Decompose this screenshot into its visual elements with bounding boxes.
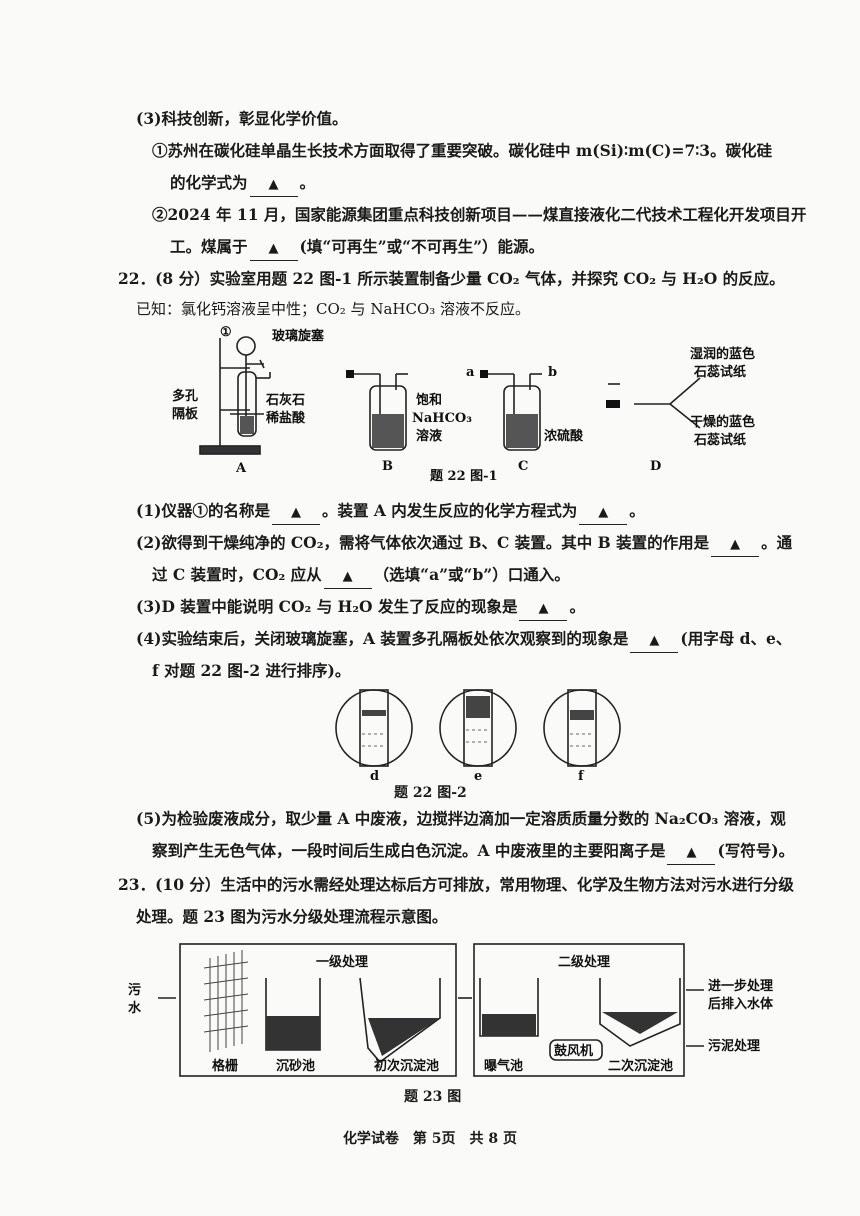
q22-p2-line2: 过 C 装置时，CO₂ 应从 ▲ （选填“a”或“b”）口通入。	[152, 564, 570, 589]
label-nahco3-1: 饱和	[415, 392, 442, 408]
label-porous-2: 隔板	[172, 406, 199, 422]
q22-p2-line1: (2)欲得到干燥纯净的 CO₂，需将气体依次通过 B、C 装置。其中 B 装置的…	[136, 532, 792, 557]
q21-3-heading: (3)科技创新，彰显化学价值。	[136, 109, 348, 128]
answer-blank[interactable]: ▲	[249, 236, 298, 261]
label-A: A	[235, 461, 247, 476]
label-porous-1: 多孔	[172, 388, 198, 404]
text-segment: 。通	[761, 533, 793, 552]
text-segment: 。	[569, 597, 585, 616]
q22-stem: 22．(8 分）实验室用题 22 图-1 所示装置制备少量 CO₂ 气体，并探究…	[118, 269, 785, 288]
text-segment: (3)D 装置中能说明 CO₂ 与 H₂O 发生了反应的现象是	[136, 597, 518, 616]
figure-22-1-caption: 题 22 图-1	[430, 469, 498, 484]
text-segment: 过 C 装置时，CO₂ 应从	[152, 565, 322, 584]
q22-p5-line2: 察到产生无色气体，一段时间后生成白色沉淀。A 中废液里的主要阳离子是 ▲ (写符号)…	[152, 840, 794, 865]
blank-mark: ▲	[290, 505, 301, 520]
blank-mark: ▲	[598, 505, 609, 520]
label-wet-1: 湿润的蓝色	[690, 346, 755, 362]
answer-blank[interactable]: ▲	[271, 500, 320, 525]
text-segment: (4)实验结束后，关闭玻璃旋塞，A 装置多孔隔板处依次观察到的现象是	[136, 629, 629, 648]
text-segment: (2)欲得到干燥纯净的 CO₂，需将气体依次通过 B、C 装置。其中 B 装置的…	[136, 533, 710, 552]
q22-p4-line2: f 对题 22 图-2 进行排序)。	[152, 661, 351, 680]
label-acid: 稀盐酸	[266, 410, 306, 426]
label-further-2: 后排入水体	[708, 996, 774, 1012]
label-nahco3-2: NaHCO₃	[412, 411, 472, 426]
answer-blank[interactable]: ▲	[579, 500, 628, 525]
label-b: b	[548, 365, 557, 380]
label-instrument-1: ①	[220, 325, 232, 340]
label-d: d	[370, 769, 379, 784]
figure-22-1: ① 玻璃旋塞 多孔 隔板 石灰石 稀盐酸 A 饱和 NaHCO₃ 溶液 B a …	[172, 325, 755, 484]
label-dry-1: 干燥的蓝色	[690, 414, 755, 430]
page-footer: 化学试卷 第 5页 共 8 页	[342, 1131, 518, 1147]
label-primary: 一级处理	[316, 954, 368, 970]
blank-mark: ▲	[730, 537, 741, 552]
label-blower: 鼓风机	[554, 1043, 593, 1059]
answer-blank[interactable]: ▲	[711, 532, 760, 557]
blank-mark: ▲	[686, 845, 697, 860]
q21-3-p2-line1: ②2024 年 11 月，国家能源集团重点科技创新项目——煤直接液化二代技术工程…	[152, 205, 807, 224]
label-B: B	[382, 459, 393, 474]
text-segment: (1)仪器①的名称是	[136, 501, 270, 520]
label-further-1: 进一步处理	[708, 978, 773, 994]
text-segment: 的化学式为	[170, 173, 248, 192]
q22-p4-line1: (4)实验结束后，关闭玻璃旋塞，A 装置多孔隔板处依次观察到的现象是 ▲ (用字母 …	[136, 628, 791, 653]
text-segment: （选填“a”或“b”）口通入。	[373, 565, 570, 584]
label-f: f	[578, 769, 585, 784]
blank-mark: ▲	[268, 241, 279, 256]
q22-known: 已知：氯化钙溶液呈中性；CO₂ 与 NaHCO₃ 溶液不反应。	[136, 300, 531, 318]
label-first-settle: 初次沉淀池	[374, 1058, 439, 1074]
text-segment: (填“可再生”或“不可再生”）能源。	[299, 237, 545, 256]
q23-stem-line1: 23．(10 分）生活中的污水需经处理达标后方可排放，常用物理、化学及生物方法对…	[118, 875, 794, 894]
answer-blank[interactable]: ▲	[249, 172, 298, 197]
figure-23: 污 水 一级处理 二级处理 格栅 沉砂池 初次沉淀池 曝气池 鼓风机 二次沉淀池…	[128, 943, 774, 1077]
label-wet-2: 石蕊试纸	[693, 364, 746, 380]
label-dry-2: 石蕊试纸	[693, 432, 746, 448]
text-segment: 。	[299, 173, 316, 192]
text-segment: 察到产生无色气体，一段时间后生成白色沉淀。A 中废液里的主要阳离子是	[152, 841, 666, 860]
q21-3-p1-line1: ①苏州在碳化硅单晶生长技术方面取得了重要突破。碳化硅中 m(Si)∶m(C)=7…	[152, 141, 773, 160]
label-sewage-2: 水	[128, 1000, 142, 1016]
label-a: a	[466, 365, 475, 380]
blank-mark: ▲	[538, 601, 549, 616]
figure-22-2: d e f	[335, 689, 621, 784]
answer-blank[interactable]: ▲	[323, 564, 372, 589]
label-nahco3-3: 溶液	[416, 428, 442, 444]
label-h2so4: 浓硫酸	[544, 428, 584, 444]
blank-mark: ▲	[649, 633, 660, 648]
label-limestone: 石灰石	[265, 392, 305, 408]
blank-mark: ▲	[268, 177, 279, 192]
label-sludge: 污泥处理	[708, 1038, 760, 1054]
label-C: C	[518, 459, 528, 474]
label-second-settle: 二次沉淀池	[608, 1058, 673, 1074]
blank-mark: ▲	[342, 569, 353, 584]
text-segment: 。	[629, 501, 645, 520]
label-D: D	[650, 459, 661, 474]
label-grille: 格栅	[212, 1058, 238, 1074]
q22-p5-line1: (5)为检验废液成分，取少量 A 中废液，边搅拌边滴加一定溶质质量分数的 Na₂…	[136, 809, 786, 828]
label-stopcock: 玻璃旋塞	[272, 328, 325, 344]
answer-blank[interactable]: ▲	[519, 596, 568, 621]
text-segment: 工。煤属于	[170, 237, 248, 256]
q22-p1: (1)仪器①的名称是 ▲ 。装置 A 内发生反应的化学方程式为 ▲ 。	[136, 500, 645, 525]
text-segment: (用字母 d、e、	[680, 629, 792, 648]
label-sewage-1: 污	[128, 982, 141, 998]
answer-blank[interactable]: ▲	[667, 840, 716, 865]
q23-stem-line2: 处理。题 23 图为污水分级处理流程示意图。	[136, 907, 448, 926]
answer-blank[interactable]: ▲	[630, 628, 679, 653]
q21-3-p2-line2: 工。煤属于 ▲ (填“可再生”或“不可再生”）能源。	[170, 236, 544, 261]
label-grit: 沉砂池	[276, 1058, 315, 1074]
text-segment: 。装置 A 内发生反应的化学方程式为	[321, 501, 578, 520]
q22-p3: (3)D 装置中能说明 CO₂ 与 H₂O 发生了反应的现象是 ▲ 。	[136, 596, 585, 621]
label-secondary: 二级处理	[558, 954, 610, 970]
label-e: e	[474, 769, 482, 784]
label-aeration: 曝气池	[484, 1058, 523, 1074]
text-segment: (写符号)。	[717, 841, 795, 860]
q21-3-p1-line2: 的化学式为 ▲ 。	[170, 172, 315, 197]
figure-22-2-caption: 题 22 图-2	[394, 785, 467, 801]
figure-23-caption: 题 23 图	[404, 1089, 462, 1105]
